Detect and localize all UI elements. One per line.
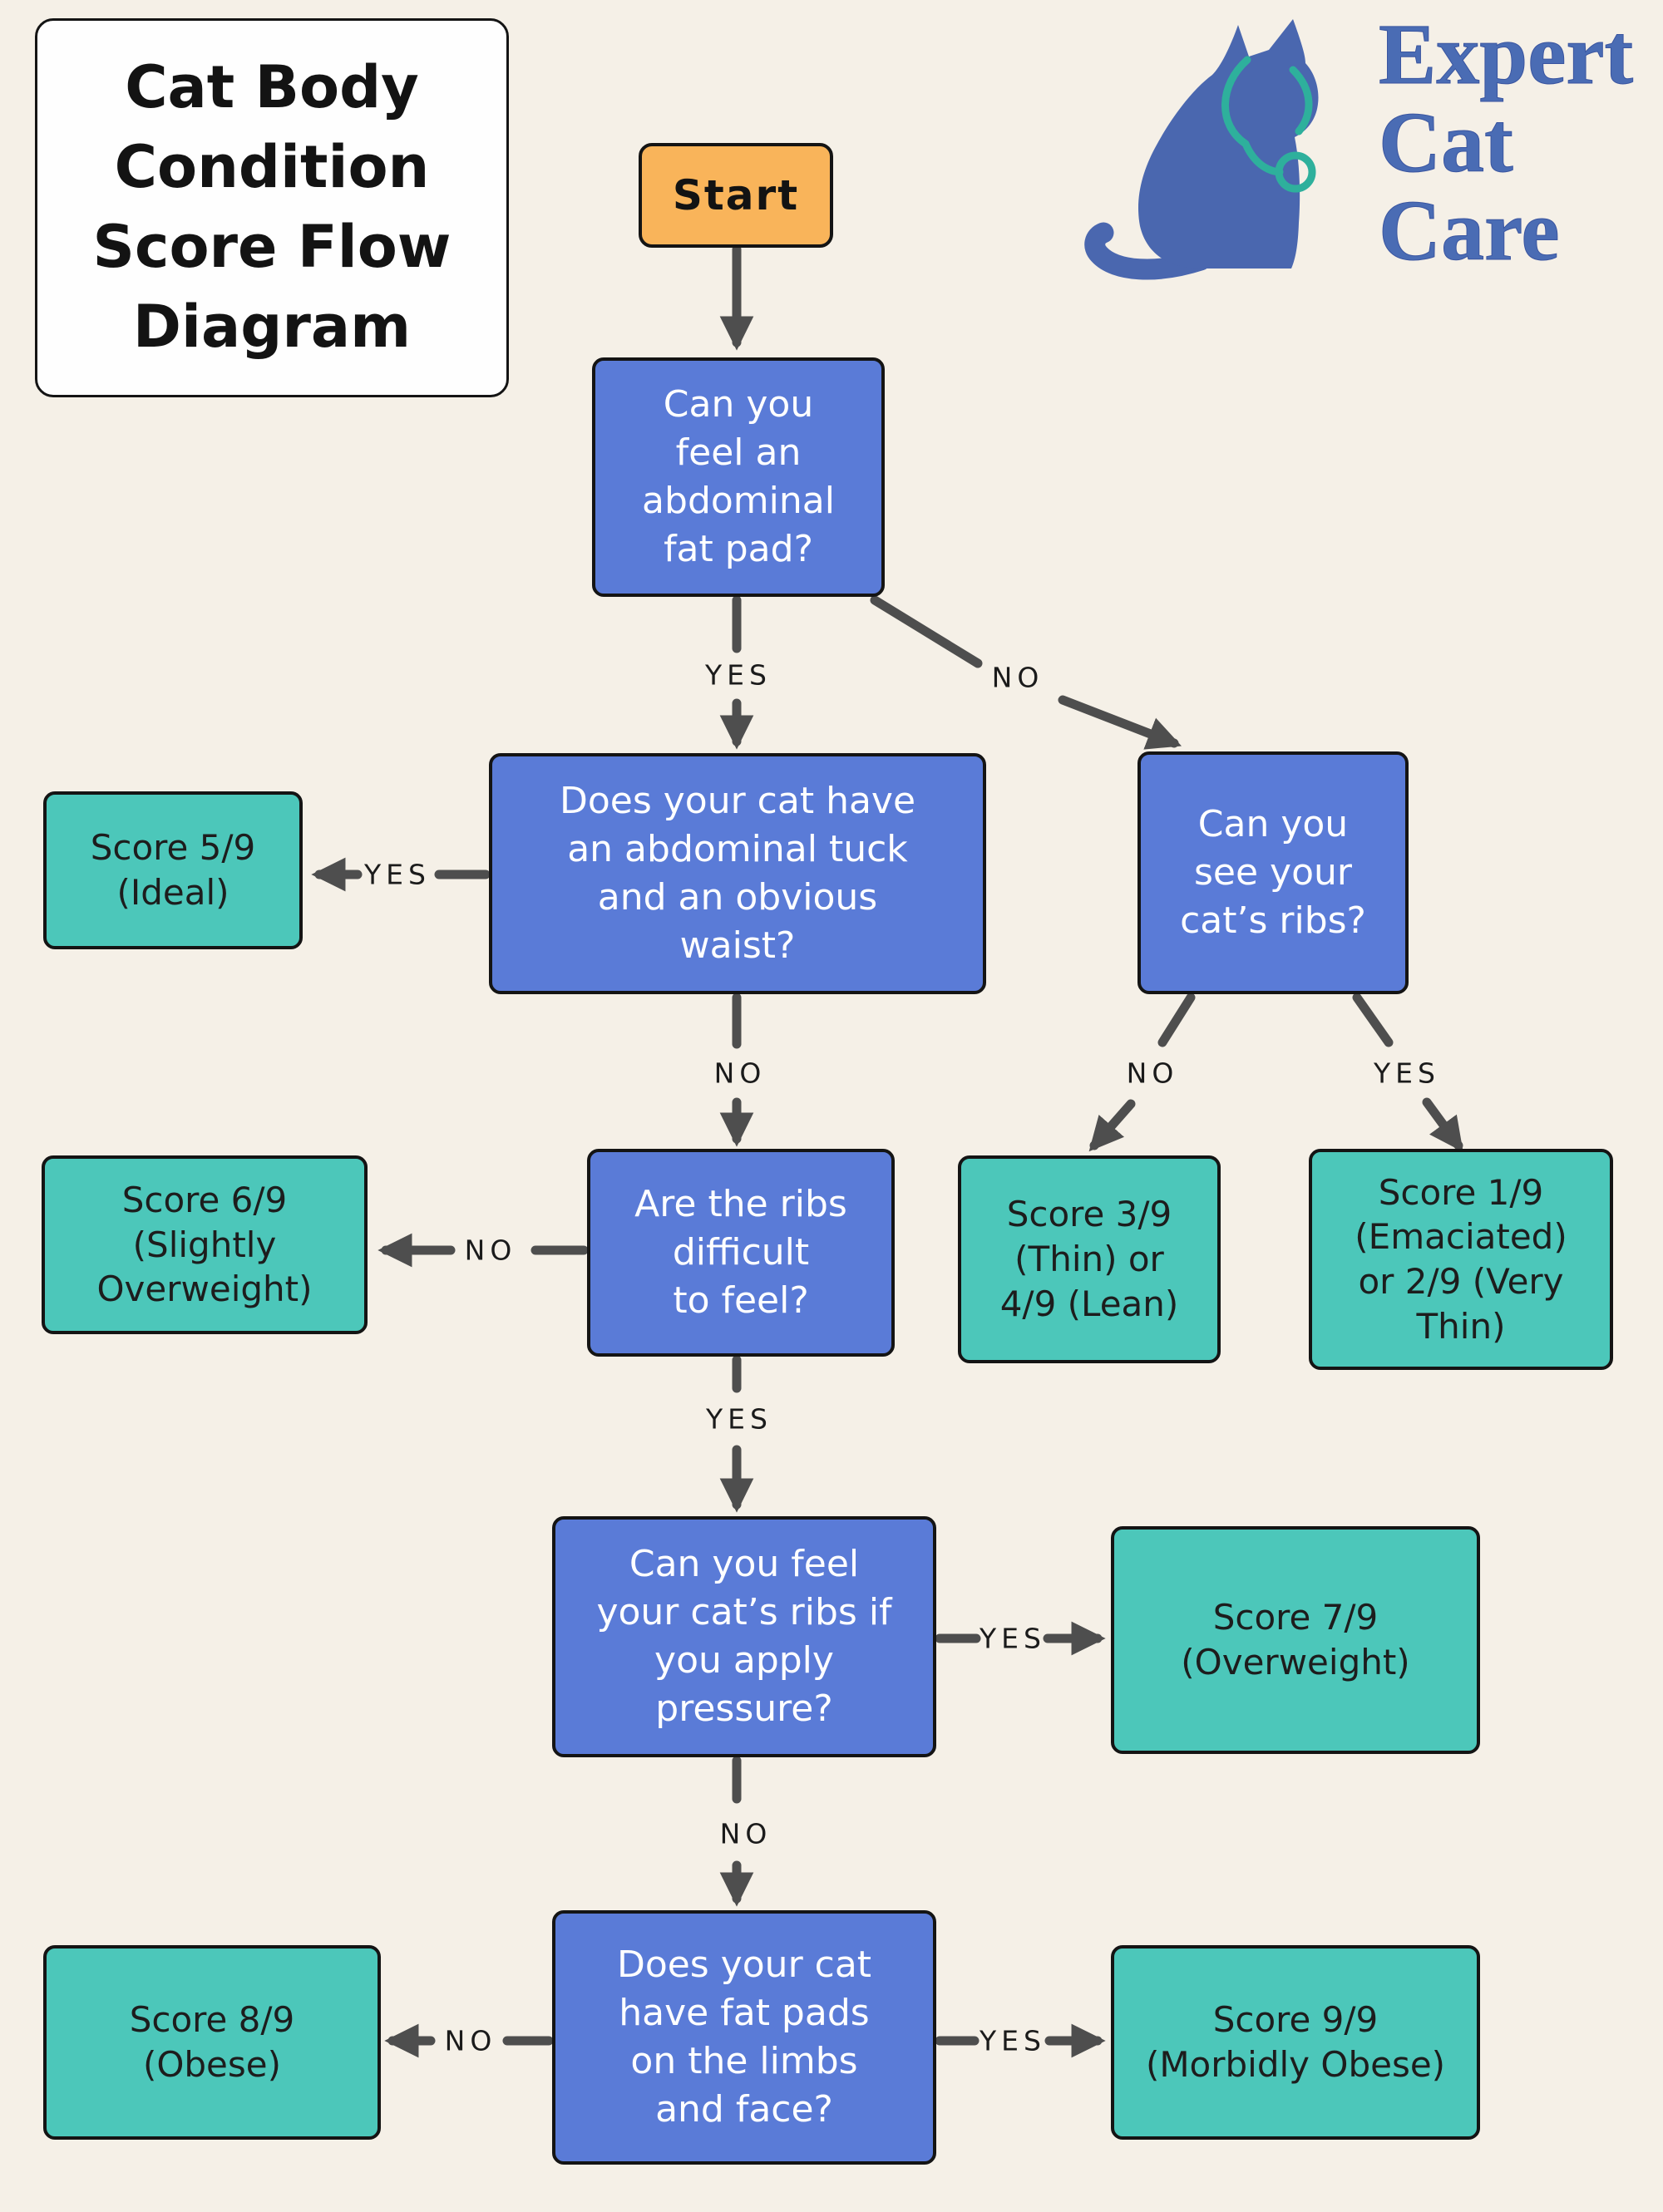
question-abdominal-fat-pad: Can you feel an abdominal fat pad? <box>592 357 885 597</box>
cat-tail <box>1084 222 1211 280</box>
start-node: Start <box>639 143 833 248</box>
edge-label-q4-no: NO <box>464 1234 517 1267</box>
edge-label-q5-yes: YES <box>980 1622 1046 1655</box>
edge-label-q3-yes: YES <box>1374 1057 1440 1090</box>
stethoscope-chestpiece <box>1275 151 1316 193</box>
edge-label-q1-yes: YES <box>705 658 772 692</box>
question-fat-pads-limbs-face: Does your cat have fat pads on the limbs… <box>552 1910 936 2165</box>
arrow-q3-no-b <box>1088 1099 1136 1152</box>
result-score-8-obese: Score 8/9 (Obese) <box>43 1945 381 2140</box>
result-score-1-2-emaciated-very-thin: Score 1/9 (Emaciated) or 2/9 (Very Thin) <box>1309 1149 1613 1370</box>
brand-line-2: Cat <box>1378 95 1513 190</box>
question-see-ribs: Can you see your cat’s ribs? <box>1137 751 1409 994</box>
expert-cat-care-logo: Expert Cat Care <box>1064 5 1646 296</box>
brand-line-3: Care <box>1378 183 1560 278</box>
brand-wordmark: Expert Cat Care <box>1378 7 1634 278</box>
arrow-q1-no-b <box>1058 695 1182 750</box>
question-ribs-difficult-to-feel: Are the ribs difficult to feel? <box>587 1149 895 1357</box>
arrow-q3-yes-b <box>1422 1097 1463 1152</box>
edge-label-q2-yes: YES <box>364 858 431 891</box>
arrow-q1-no-a <box>870 595 983 668</box>
stethoscope-tube-right <box>1289 66 1313 135</box>
edge-label-q5-no: NO <box>719 1817 772 1850</box>
result-score-3-4-thin-lean: Score 3/9 (Thin) or 4/9 (Lean) <box>958 1155 1221 1363</box>
result-score-7-overweight: Score 7/9 (Overweight) <box>1111 1526 1480 1754</box>
cat-silhouette <box>1138 19 1319 268</box>
edge-label-q1-no: NO <box>991 661 1044 694</box>
brand-line-1: Expert <box>1378 7 1634 102</box>
arrow-q3-yes-a <box>1352 993 1394 1047</box>
arrow-q3-no-a <box>1157 993 1196 1047</box>
result-score-5-ideal: Score 5/9 (Ideal) <box>43 791 303 949</box>
edge-label-q3-no: NO <box>1126 1057 1179 1090</box>
question-ribs-with-pressure: Can you feel your cat’s ribs if you appl… <box>552 1516 936 1757</box>
edge-label-q2-no: NO <box>713 1057 767 1090</box>
edge-label-q4-yes: YES <box>706 1402 772 1436</box>
page-title: Cat Body Condition Score Flow Diagram <box>35 18 509 397</box>
cat-with-stethoscope-icon <box>1084 19 1319 280</box>
edge-label-q6-yes: YES <box>980 2024 1046 2057</box>
question-abdominal-tuck-waist: Does your cat have an abdominal tuck and… <box>489 753 986 994</box>
result-score-9-morbidly-obese: Score 9/9 (Morbidly Obese) <box>1111 1945 1480 2140</box>
stethoscope-tube-left <box>1221 56 1251 148</box>
result-score-6-slightly-overweight: Score 6/9 (Slightly Overweight) <box>42 1155 368 1334</box>
edge-label-q6-no: NO <box>444 2024 497 2057</box>
